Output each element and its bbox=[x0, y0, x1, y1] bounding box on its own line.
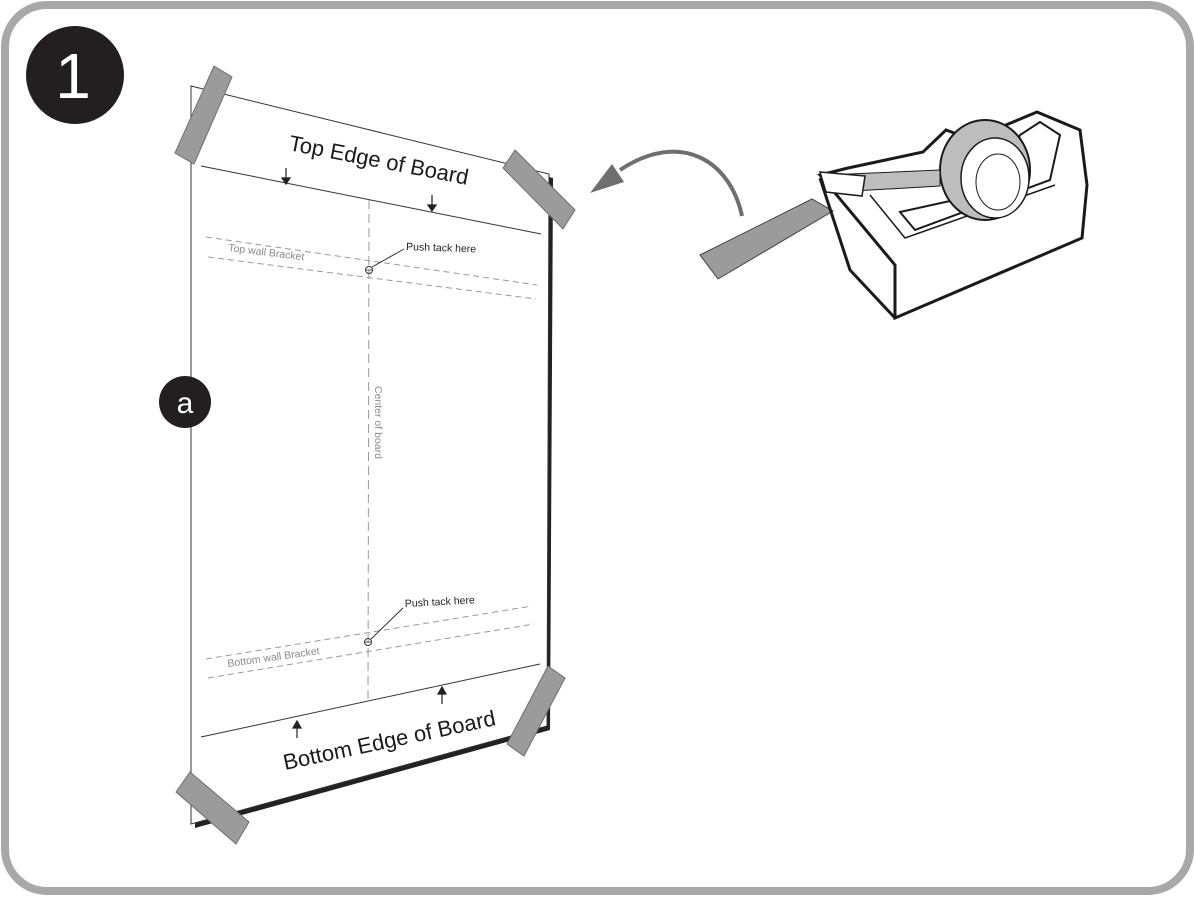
masking-tape-icon bbox=[174, 65, 576, 845]
bottom-tack-mark bbox=[364, 607, 404, 646]
top-edge-line bbox=[200, 165, 542, 235]
step-number: 1 bbox=[55, 40, 91, 112]
bottom-edge-arrows bbox=[291, 685, 448, 738]
callout-letter: a bbox=[177, 387, 194, 420]
tape-dispenser-icon bbox=[699, 110, 1089, 321]
bottom-edge-line bbox=[200, 663, 541, 738]
push-tack-top-label: Push tack here bbox=[406, 241, 477, 255]
push-tack-bottom-label: Push tack here bbox=[405, 594, 476, 610]
center-of-board-label: Center of board bbox=[372, 386, 384, 459]
top-edge-arrows bbox=[280, 168, 438, 213]
tape-top-right bbox=[502, 149, 576, 230]
tape-bottom-left bbox=[175, 771, 250, 845]
paper-template: Top Edge of Board Bottom Edge of Board T… bbox=[190, 85, 553, 828]
tape-top-left bbox=[174, 65, 233, 165]
curved-arrow-icon bbox=[590, 149, 744, 217]
tape-bottom-right bbox=[506, 665, 566, 757]
step-badge: 1 bbox=[26, 26, 124, 124]
callout-badge: a bbox=[159, 376, 211, 428]
top-tack-mark bbox=[365, 248, 405, 274]
pulled-tape-strip bbox=[699, 198, 834, 280]
